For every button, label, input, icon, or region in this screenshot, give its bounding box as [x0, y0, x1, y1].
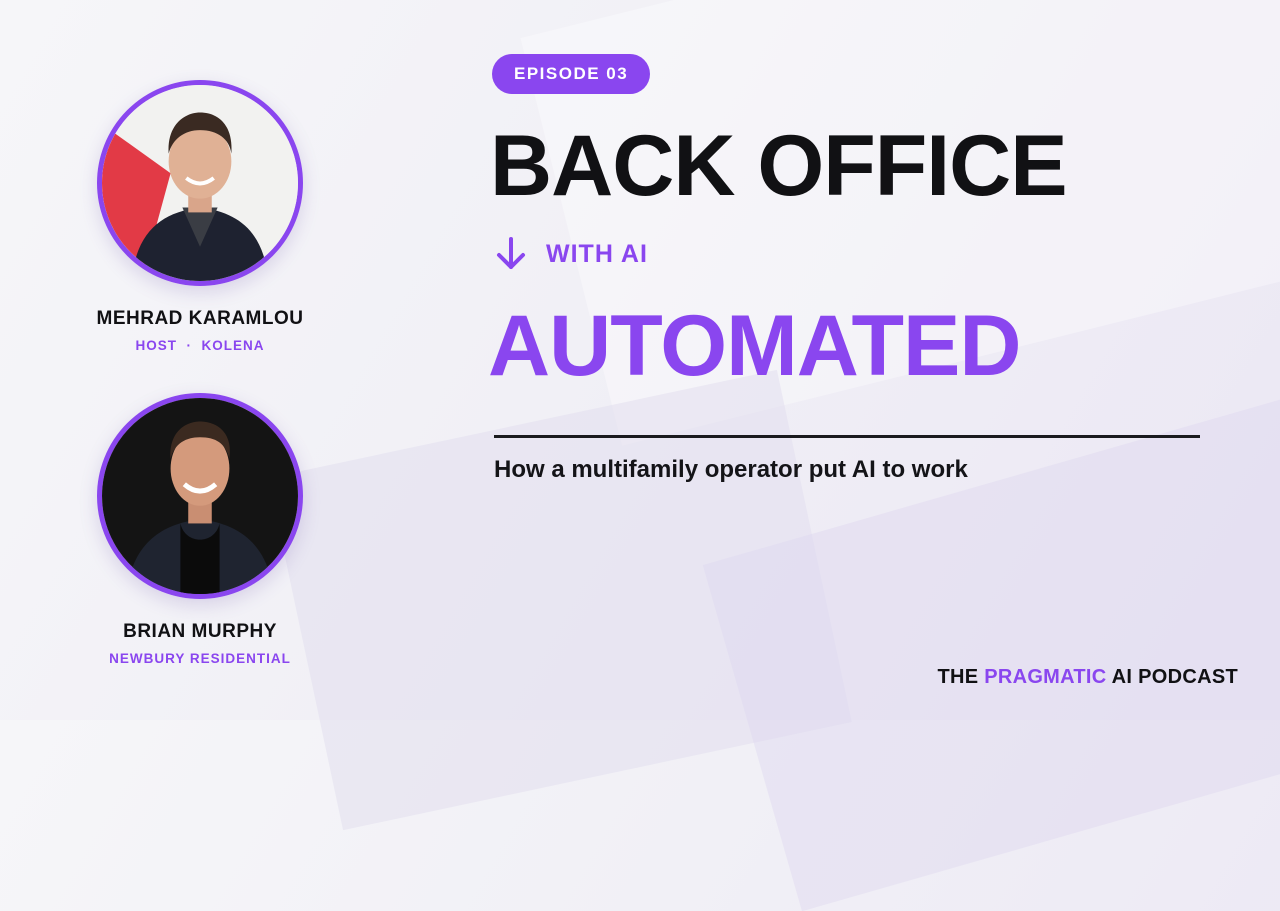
- avatar-guest: [97, 393, 303, 599]
- guest-card-host: MEHRAD KARAMLOU HOST · KOLENA: [60, 80, 340, 353]
- guest-card-guest: BRIAN MURPHY NEWBURY RESIDENTIAL: [60, 393, 340, 666]
- guest-role: NEWBURY RESIDENTIAL: [60, 651, 340, 666]
- title-line-2: AUTOMATED: [488, 298, 1021, 394]
- arrow-down-icon: [497, 237, 525, 269]
- podcast-brand: THE PRAGMATIC AI PODCAST: [937, 666, 1238, 689]
- host-portrait: [102, 85, 298, 281]
- avatar-host: [97, 80, 303, 286]
- guest-role-company: NEWBURY RESIDENTIAL: [109, 651, 291, 666]
- divider: [494, 435, 1200, 438]
- guest-role-title: HOST: [135, 338, 177, 353]
- title-connector: WITH AI: [494, 236, 648, 272]
- guest-role: HOST · KOLENA: [60, 338, 340, 353]
- guest-role-company: KOLENA: [201, 338, 265, 353]
- episode-badge: EPISODE 03: [492, 54, 651, 94]
- background-shape: [268, 369, 852, 831]
- title-connector-text: WITH AI: [546, 239, 648, 268]
- title-line-1: BACK OFFICE: [490, 118, 1068, 214]
- subtitle: How a multifamily operator put AI to wor…: [494, 456, 968, 483]
- guest-portrait: [102, 398, 298, 594]
- guest-name: MEHRAD KARAMLOU: [96, 308, 304, 329]
- podcast-brand-suffix: AI PODCAST: [1106, 666, 1238, 688]
- podcast-brand-accent: PRAGMATIC: [984, 666, 1107, 688]
- guest-role-separator: ·: [186, 338, 192, 353]
- guest-name: BRIAN MURPHY: [123, 621, 277, 642]
- podcast-brand-prefix: THE: [937, 666, 985, 688]
